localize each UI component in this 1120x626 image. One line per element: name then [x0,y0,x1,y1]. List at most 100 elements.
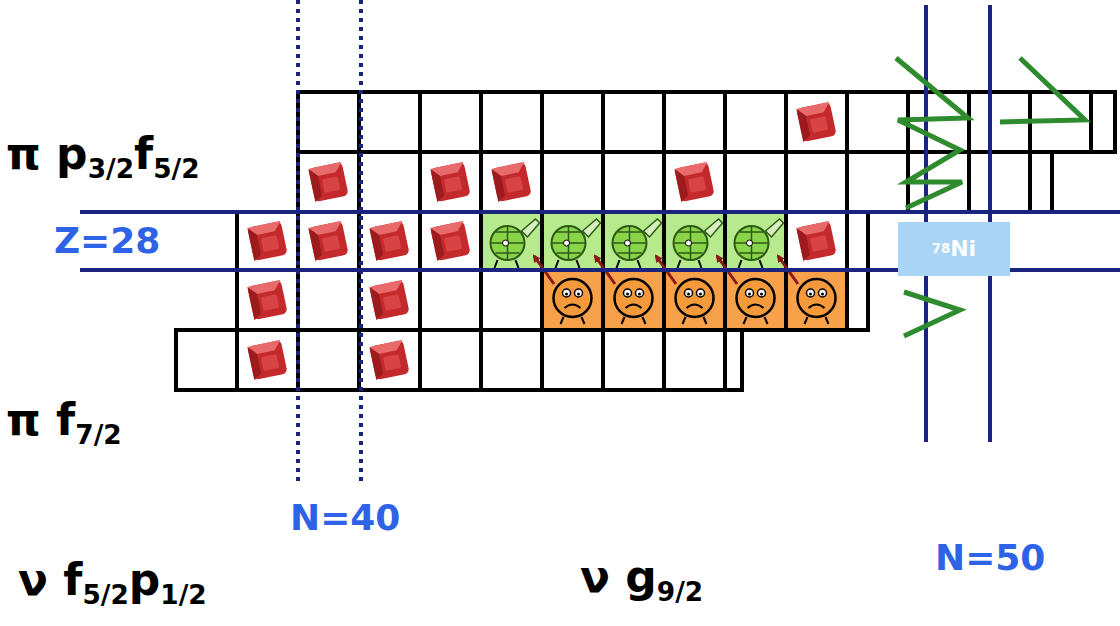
stable-cube [491,162,531,202]
zigzag-line [1000,58,1085,122]
element-symbol: Ni [950,238,976,260]
cell-border [662,152,666,212]
cell-border [662,330,666,390]
cell-border [418,92,422,152]
chart-row [298,92,1115,152]
cell-border [601,330,605,390]
cell-border [601,152,605,212]
stable-cube [796,102,836,142]
shell-line [80,210,1120,214]
orbital-subscript: 5/2 [153,153,199,184]
orbital-label: ν g [580,551,657,602]
orbital-label: π p [6,128,88,179]
green-creature [491,219,540,268]
cell-border [540,330,544,390]
cell-border [418,330,422,390]
cell-border [784,152,788,212]
cell-border [601,92,605,152]
shell-label: ν f5/2p1/2 [16,558,209,609]
stable-cube [674,162,714,202]
cell-border [479,92,483,152]
cell-border [418,270,422,330]
stable-cube [430,162,470,202]
cell-border [662,212,666,270]
shell-line-dotted [296,0,300,482]
cell-fill [725,212,786,270]
orbital-label: ν f [18,554,82,605]
shell-line-dotted [359,0,363,482]
cell-border [1028,152,1032,212]
cell-border [723,212,727,270]
cell-border [540,92,544,152]
orbital-label: p [129,554,161,605]
cell-border [723,152,727,212]
shell-label: π f7/2 [4,398,124,449]
cell-border [784,270,788,330]
shell-label: N=40 [288,500,402,536]
cell-fill [664,212,725,270]
green-creature [613,219,662,268]
chart-row [237,212,868,270]
sad-face [676,279,714,324]
cell-border [479,152,483,212]
orbital-subscript: 5/2 [82,579,128,610]
cell-border [723,330,727,390]
stable-cube [247,340,287,380]
stable-cube [796,221,836,261]
stable-cube [308,221,348,261]
cell-border [662,92,666,152]
sad-face [798,279,836,324]
green-creature [735,219,784,268]
cell-border [479,212,483,270]
shell-label: Z=28 [52,223,162,259]
cell-border [540,212,544,270]
green-creature [552,219,601,268]
stable-cube [369,340,409,380]
sad-face [737,279,775,324]
stable-cube [369,280,409,320]
cell-border [845,212,849,270]
cell-border [540,152,544,212]
stable-cube [369,221,409,261]
cell-border [784,92,788,152]
zigzag-line [896,58,968,208]
stable-cube [247,280,287,320]
cell-border [723,270,727,330]
orbital-label: f [134,128,153,179]
cell-border [845,152,849,212]
cell-border [418,212,422,270]
cell-border [784,212,788,270]
cell-border [235,330,239,390]
shell-label: π p3/2f5/2 [4,132,202,183]
shell-label: N=50 [933,540,1047,576]
cell-border [845,92,849,152]
orbital-label: N=40 [290,497,400,538]
chart-row [237,270,868,330]
cell-border [479,330,483,390]
cell-border [845,270,849,330]
cell-border [967,92,971,152]
cell-border [967,152,971,212]
orbital-subscript: 1/2 [160,579,206,610]
cell-border [479,270,483,330]
zigzag-line [904,292,960,336]
cell-fill [603,212,664,270]
cell-border [601,212,605,270]
cell-border [540,270,544,330]
sad-face [615,279,653,324]
stable-cube [247,221,287,261]
cell-fill [481,212,542,270]
orbital-label: π f [6,394,75,445]
mass-number: 78 [932,242,950,255]
nucleus-box: 78Ni [898,222,1010,276]
sad-face [554,279,592,324]
cell-border [723,92,727,152]
orbital-label: Z=28 [54,220,160,261]
stable-cube [308,162,348,202]
orbital-label: N=50 [935,537,1045,578]
cell-border [418,152,422,212]
cell-fill [542,212,603,270]
stable-cube [430,221,470,261]
shell-label: ν g9/2 [578,555,705,606]
